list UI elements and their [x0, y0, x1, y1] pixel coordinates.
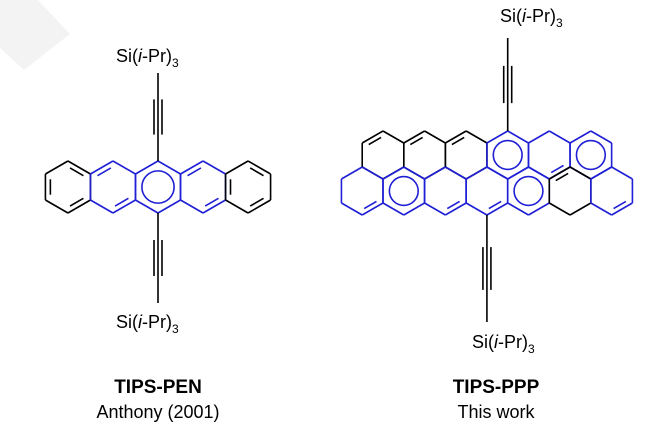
pen-credit: Anthony (2001)	[96, 402, 219, 422]
pentacene-ring	[45, 160, 69, 175]
double-bond	[613, 200, 627, 210]
aromatic-circle	[492, 139, 523, 171]
pentacene-ring	[180, 160, 204, 175]
pentacene-ring	[112, 160, 136, 175]
ppp-ring	[403, 130, 425, 144]
double-bond	[97, 167, 112, 177]
ppp-ring	[465, 130, 488, 144]
double-bond	[488, 200, 502, 210]
ppp-ring	[486, 166, 509, 180]
double-bond	[114, 197, 129, 207]
aromatic-circle	[575, 139, 607, 171]
tips-ppp-structure	[340, 38, 634, 322]
aromatic-circle	[141, 170, 175, 204]
pentacene-ring	[157, 160, 181, 175]
ppp-ring	[403, 166, 425, 180]
double-bond	[409, 136, 424, 146]
pentacene-ring	[67, 160, 91, 175]
pentacene-ring	[225, 199, 249, 214]
double-bond	[451, 136, 465, 146]
ppp-ring	[486, 202, 509, 216]
aromatic-circle	[513, 175, 544, 207]
pentacene-ring	[90, 160, 114, 175]
ppp-ring	[486, 130, 509, 144]
double-bond	[249, 167, 264, 177]
pentacene-ring	[202, 160, 226, 175]
ppp-ring	[569, 166, 592, 180]
pentacene-ring	[112, 199, 136, 214]
ppp-ring	[361, 202, 384, 216]
double-bond	[368, 136, 382, 146]
double-bond	[69, 197, 84, 207]
ppp-ring	[507, 202, 529, 216]
ppp-ring	[528, 202, 550, 216]
ppp-ring	[465, 166, 488, 180]
ppp-ring	[424, 202, 446, 216]
ppp-ring	[569, 202, 592, 216]
ppp-ring	[548, 130, 571, 144]
watermark-chevron	[0, 0, 70, 70]
ppp-ring	[590, 130, 613, 144]
ppp-ring	[382, 202, 405, 216]
ppp-ring	[569, 130, 592, 144]
pentacene-ring	[180, 199, 204, 214]
double-bond	[249, 197, 264, 207]
ppp-ring	[341, 202, 363, 216]
pentacene-ring	[90, 199, 114, 214]
pentacene-ring	[247, 199, 271, 214]
pen-bottom-silyl-label: Si(i-Pr)3	[116, 312, 179, 336]
ppp-ring	[548, 166, 571, 180]
ppp-ring	[444, 202, 467, 216]
pentacene-ring	[45, 199, 69, 214]
ppp-bottom-silyl-label: Si(i-Pr)3	[472, 332, 535, 356]
double-bond	[187, 167, 202, 177]
ppp-credit: This work	[457, 402, 535, 422]
double-bond	[550, 164, 564, 174]
ppp-ring	[424, 130, 446, 144]
ppp-ring	[361, 166, 384, 180]
ppp-ring	[507, 166, 529, 180]
ppp-ring	[611, 202, 633, 216]
pentacene-ring	[157, 199, 181, 214]
double-bond	[446, 200, 461, 210]
ppp-ring	[382, 130, 405, 144]
pentacene-ring	[135, 160, 159, 175]
ppp-ring	[444, 166, 467, 180]
pentacene-ring	[247, 160, 271, 175]
pentacene-ring	[225, 160, 249, 175]
ppp-ring	[507, 130, 529, 144]
pentacene-ring	[202, 199, 226, 214]
tips-pen-structure	[44, 73, 272, 303]
ppp-ring	[403, 202, 425, 216]
double-bond	[69, 167, 84, 177]
ppp-ring	[444, 130, 467, 144]
ppp-ring	[611, 166, 633, 180]
ppp-ring	[590, 202, 613, 216]
ppp-compound-name: TIPS-PPP	[453, 377, 540, 398]
double-bond	[204, 197, 219, 207]
ppp-ring	[548, 202, 571, 216]
ppp-ring	[341, 166, 363, 180]
ppp-ring	[361, 130, 384, 144]
ppp-ring	[382, 166, 405, 180]
double-bond	[555, 172, 569, 182]
ppp-ring	[424, 166, 446, 180]
pen-top-silyl-label: Si(i-Pr)3	[116, 46, 179, 70]
pentacene-ring	[135, 199, 159, 214]
ppp-ring	[528, 130, 550, 144]
pen-compound-name: TIPS-PEN	[114, 377, 202, 398]
ppp-ring	[590, 166, 613, 180]
ppp-top-silyl-label: Si(i-Pr)3	[500, 6, 563, 30]
double-bond	[363, 200, 377, 210]
ppp-ring	[465, 202, 488, 216]
pentacene-ring	[67, 199, 91, 214]
ppp-ring	[528, 166, 550, 180]
aromatic-circle	[388, 175, 419, 207]
